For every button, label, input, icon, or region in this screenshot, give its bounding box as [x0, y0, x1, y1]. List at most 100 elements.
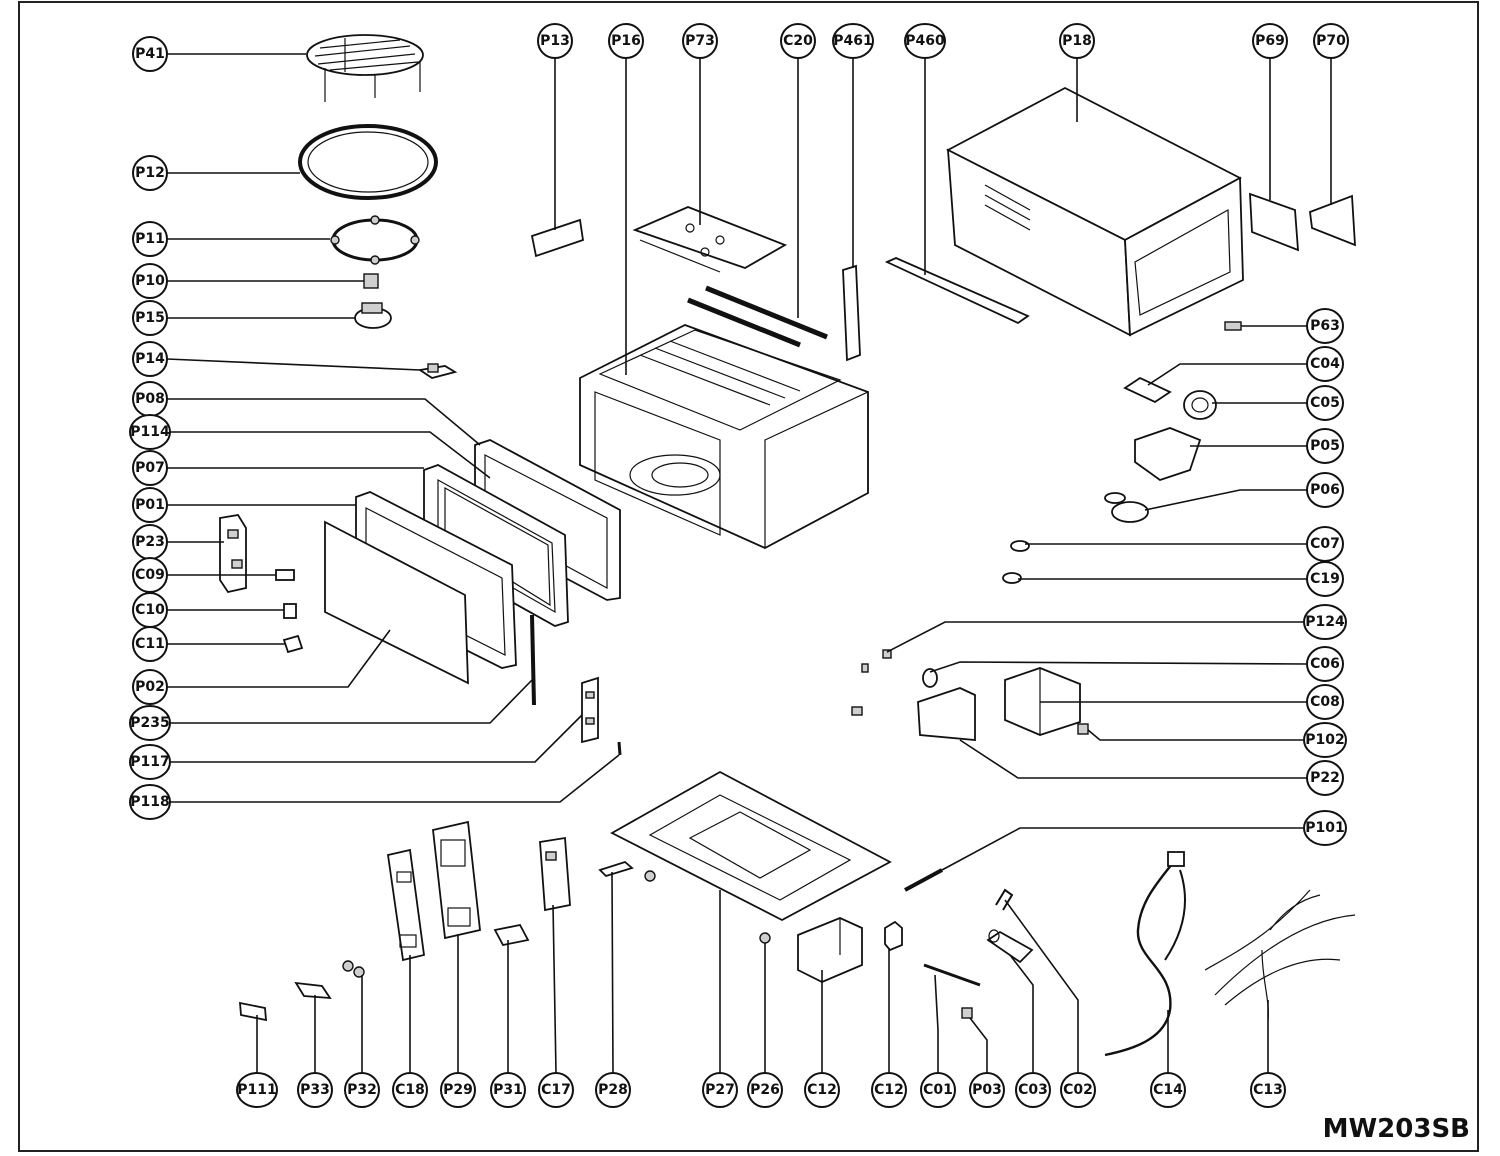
svg-text:C06: C06 — [1310, 656, 1340, 672]
svg-text:P117: P117 — [130, 754, 169, 770]
svg-text:C03: C03 — [1018, 1082, 1048, 1098]
svg-text:P114: P114 — [130, 424, 170, 440]
svg-text:C20: C20 — [783, 33, 813, 49]
callout-P15: P15 — [132, 300, 168, 336]
svg-text:P16: P16 — [611, 33, 641, 49]
svg-text:P02: P02 — [135, 679, 165, 695]
svg-text:C01: C01 — [923, 1082, 953, 1098]
outer-case-part — [946, 86, 1244, 337]
svg-text:P63: P63 — [1310, 318, 1340, 334]
svg-text:C13: C13 — [1253, 1082, 1283, 1098]
button-p33-part — [294, 981, 332, 1000]
svg-text:P05: P05 — [1310, 438, 1340, 454]
svg-text:C10: C10 — [135, 602, 165, 618]
callout-P14: P14 — [132, 341, 168, 377]
callout-C20: C20 — [780, 23, 816, 59]
svg-text:P10: P10 — [135, 273, 165, 289]
callout-P32: P32 — [344, 1072, 380, 1108]
callout-P70: P70 — [1313, 23, 1349, 59]
callout-P13: P13 — [537, 23, 573, 59]
callout-P460: P460 — [904, 23, 946, 59]
callout-C12-capacitor: C12 — [804, 1072, 840, 1108]
callout-P05: P05 — [1306, 428, 1344, 464]
roller-ring-part — [330, 215, 420, 265]
callout-P117: P117 — [129, 744, 171, 780]
svg-text:P01: P01 — [135, 497, 165, 513]
svg-text:P27: P27 — [705, 1082, 735, 1098]
lamp-c06-part — [922, 668, 938, 688]
callout-C13: C13 — [1250, 1072, 1286, 1108]
fan-blade-p06-part — [1104, 492, 1149, 523]
pin-part — [617, 741, 622, 756]
svg-text:P13: P13 — [540, 33, 570, 49]
svg-text:C14: C14 — [1153, 1082, 1183, 1098]
wire-harness-c13-part — [1204, 889, 1356, 1021]
foot-p26-part — [644, 870, 771, 944]
control-panel-p29-part — [432, 820, 481, 940]
callout-C01: C01 — [920, 1072, 956, 1108]
callout-P31: P31 — [490, 1072, 526, 1108]
turntable-motor-part — [354, 302, 392, 329]
callout-P29: P29 — [440, 1072, 476, 1108]
model-code-label: MW203SB — [1322, 1114, 1470, 1144]
svg-text:P28: P28 — [598, 1082, 628, 1098]
callout-C04: C04 — [1306, 346, 1344, 382]
callout-P33: P33 — [297, 1072, 333, 1108]
diagram-frame — [18, 1, 1479, 1152]
svg-text:P12: P12 — [135, 165, 165, 181]
svg-text:P101: P101 — [1305, 820, 1344, 836]
svg-text:C04: C04 — [1310, 356, 1340, 372]
knob-p31-part — [493, 923, 530, 947]
svg-text:C08: C08 — [1310, 694, 1340, 710]
svg-text:C09: C09 — [135, 567, 165, 583]
svg-text:P33: P33 — [300, 1082, 330, 1098]
svg-text:P118: P118 — [130, 794, 169, 810]
callout-P63: P63 — [1306, 308, 1344, 344]
callout-P69: P69 — [1252, 23, 1288, 59]
callout-C17: C17 — [538, 1072, 574, 1108]
capacitor-c03-part — [986, 929, 1034, 964]
callout-C18: C18 — [392, 1072, 428, 1108]
fuse-p63-part — [1224, 321, 1242, 331]
leader-lines — [166, 53, 1332, 1074]
base-plate-part — [610, 770, 892, 922]
svg-text:C18: C18 — [395, 1082, 425, 1098]
bracket-p14-part — [417, 363, 458, 379]
callout-P101: P101 — [1303, 810, 1347, 846]
callout-P02: P02 — [132, 669, 168, 705]
callout-P16: P16 — [608, 23, 644, 59]
callout-P111: P111 — [236, 1072, 278, 1108]
capacitor-c12-part — [797, 917, 863, 983]
callout-C10: C10 — [132, 592, 168, 628]
callout-P03: P03 — [969, 1072, 1005, 1108]
callout-P235: P235 — [129, 705, 171, 741]
svg-text:P18: P18 — [1062, 33, 1092, 49]
callout-P28: P28 — [595, 1072, 631, 1108]
svg-text:P69: P69 — [1255, 33, 1285, 49]
svg-text:P07: P07 — [135, 460, 165, 476]
door-hook-part — [581, 676, 599, 744]
svg-text:C05: C05 — [1310, 395, 1340, 411]
callout-P102: P102 — [1303, 722, 1347, 758]
callout-C03: C03 — [1015, 1072, 1051, 1108]
callout-P26: P26 — [747, 1072, 783, 1108]
svg-text:C17: C17 — [541, 1082, 571, 1098]
svg-text:P31: P31 — [493, 1082, 523, 1098]
callout-C02: C02 — [1060, 1072, 1096, 1108]
door-spring-part — [530, 614, 536, 706]
latch-holder-part — [219, 514, 247, 594]
svg-text:P08: P08 — [135, 391, 165, 407]
rail-p461-part — [842, 264, 861, 362]
svg-text:C19: C19 — [1310, 571, 1340, 587]
label-p70-part — [1309, 194, 1356, 247]
svg-text:C07: C07 — [1310, 536, 1340, 552]
label-p69-part — [1249, 192, 1300, 252]
clip-c12-part — [884, 920, 903, 952]
svg-text:P124: P124 — [1305, 614, 1345, 630]
switch-c11-part — [282, 634, 304, 654]
fan-motor-c05-part — [1183, 390, 1217, 420]
callout-P73: P73 — [682, 23, 718, 59]
svg-text:P11: P11 — [135, 231, 165, 247]
callout-C05: C05 — [1306, 385, 1344, 421]
switch-c09-part — [275, 569, 295, 581]
